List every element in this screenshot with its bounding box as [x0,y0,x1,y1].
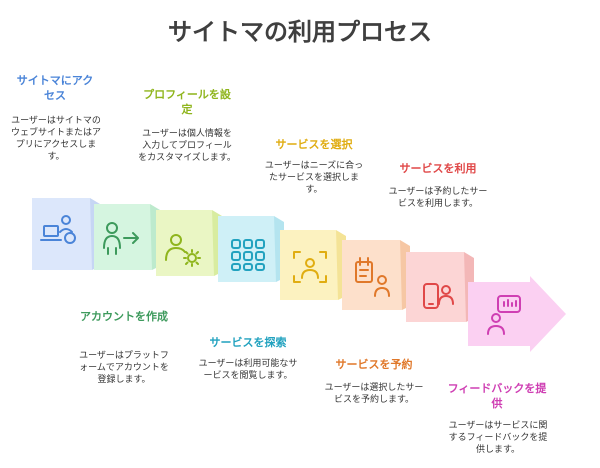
step-7-title: サービスを利用 [399,162,477,175]
user-gear-icon [165,234,201,267]
step-4-title: サービスを探索 [209,336,287,349]
step-5-description: ユーザーはニーズに合ったサービスを選択します。 [264,161,364,196]
step-8-arrow-panel [468,276,566,352]
step-6-panel [342,240,410,310]
laptop-user-icon [40,215,76,244]
step-3-panel [156,210,222,276]
grid-icon [231,239,265,271]
step-5-panel [280,230,346,300]
step-2-description: ユーザーはプラットフォームでアカウントを登録します。 [79,351,169,386]
step-6-title: サービスを予約 [335,358,413,371]
user-arrow-icon [103,222,139,255]
diagram-title: サイトマの利用プロセス [168,18,432,46]
step-8-description: ユーザーはサービスに関するフィードバックを提供します。 [448,421,548,456]
step-7-description: ユーザーは予約したサービスを利用します。 [388,187,488,210]
step-5-title: サービスを選択 [275,138,353,151]
calendar-user-icon [355,257,390,297]
step-3-title: プロフィールを設定 [143,88,231,116]
step-6-description: ユーザーは選択したサービスを予約します。 [324,383,424,406]
step-1-description: ユーザーはサイトマのウェブサイトまたはアプリにアクセスします。 [10,116,101,163]
step-8-title: フィードバックを提供 [447,382,547,410]
step-1-title: サイトマにアクセス [16,74,94,102]
select-user-icon [293,251,327,283]
step-2-panel [94,204,160,270]
feedback-icon [487,295,521,335]
step-1-panel [32,198,100,270]
step-7-panel [406,252,474,322]
step-4-description: ユーザーは利用可能なサービスを閲覧します。 [198,359,298,382]
step-4-panel [218,216,284,282]
phone-user-icon [423,283,454,309]
step-2-title: アカウントを作成 [80,310,168,323]
step-3-description: ユーザーは個人情報を入力してプロフィールをカスタマイズします。 [138,129,236,164]
